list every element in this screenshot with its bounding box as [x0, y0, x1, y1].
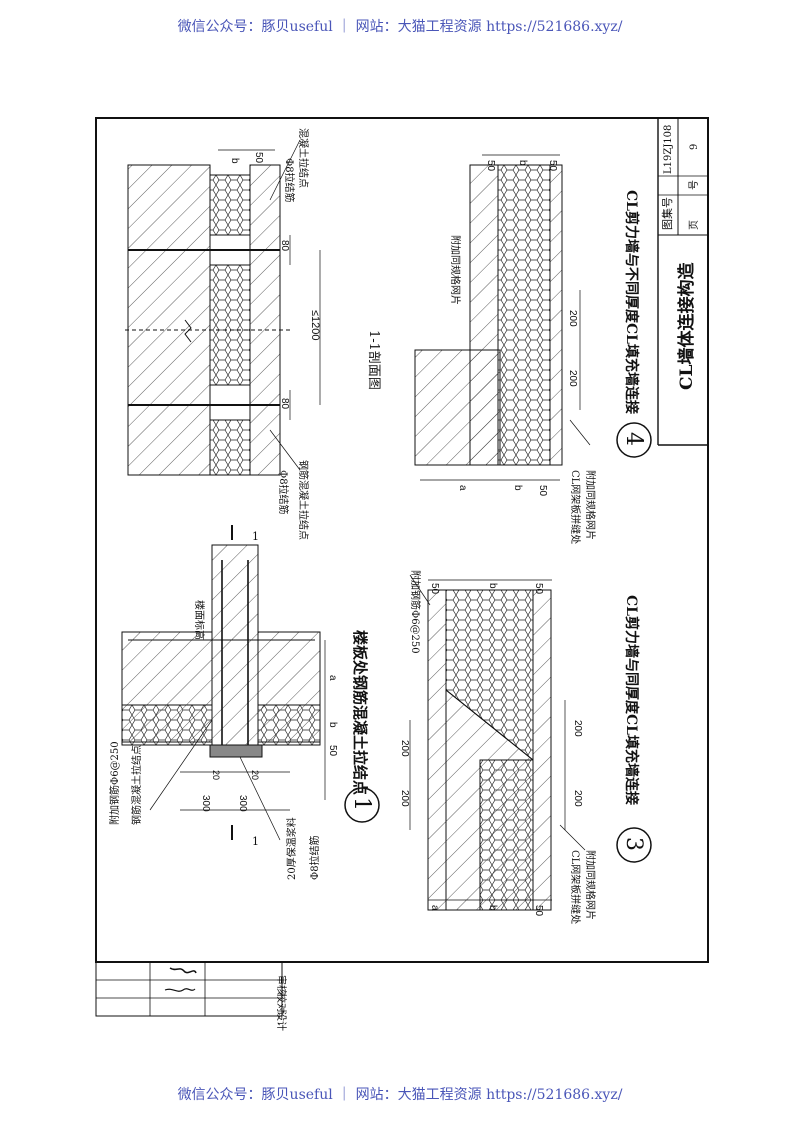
detail-1-number: 1 [349, 797, 374, 811]
note-rc-tie-2: 钢筋混凝土拉结点 [297, 460, 310, 540]
note-mesh-d4: 附加同规格网片 [584, 470, 597, 540]
s11-dim-80-a: 80 [279, 240, 290, 252]
note-floor-elev: 楼面标高 [193, 600, 206, 640]
section-1-1-drawing [125, 139, 321, 476]
note-rc-tie: 钢筋混凝土拉结点 [130, 745, 143, 825]
detail-1-title: 楼板处钢筋混凝土拉结点 [351, 630, 369, 795]
d3-dim-200-b: 200 [399, 790, 410, 807]
section-mark-top: 1 [252, 530, 259, 543]
detail-3-title: CL剪力墙与同厚度CL填充墙连接 [623, 595, 640, 805]
d4-dim-200-a: 200 [567, 310, 578, 327]
sig-row1: 审核 [275, 975, 288, 995]
d1-dim-20-a: 20 [211, 770, 221, 780]
d4-dim-b-bottom: b [512, 485, 523, 491]
page-label: 页 [688, 220, 700, 230]
d1-dim-300-a: 300 [200, 795, 211, 812]
watermark-top: 微信公众号：豚贝useful ｜ 网站：大猫工程资源 https://52168… [177, 19, 623, 35]
d3-dim-200-d: 200 [572, 790, 583, 807]
d3-dim-200-c: 200 [572, 720, 583, 737]
d3-dim-b-bottom: b [487, 905, 498, 911]
atlas-label: 图集号 [660, 197, 674, 230]
note-mesh-d3: 附加同规格网片 [584, 850, 597, 920]
s11-dim-b: b [229, 158, 240, 164]
note-concrete-tie: 混凝土拉结点 [297, 128, 310, 188]
sheet-border [95, 117, 709, 963]
d1-dim-a: a [327, 675, 338, 681]
detail-4-label: 4 CL剪力墙与不同厚度CL填充墙连接 [616, 190, 652, 458]
d4-dim-50-c: 50 [537, 485, 548, 497]
note-tie-bar-top: Φ8拉结筋 [283, 158, 296, 203]
d1-dim-50: 50 [327, 745, 338, 757]
d3-dim-50-b: 50 [533, 583, 544, 595]
detail-3-label: 3 CL剪力墙与同厚度CL填充墙连接 [616, 595, 652, 863]
s11-dim-1200: ≤1200 [309, 310, 321, 341]
s11-dim-80-b: 80 [279, 398, 290, 410]
watermark-bottom: 微信公众号：豚贝useful ｜ 网站：大猫工程资源 https://52168… [177, 1087, 623, 1103]
d3-dim-50-a: 50 [429, 583, 440, 595]
atlas-value: L19ZJ108 [663, 125, 674, 174]
note-cl-panel-d4: CL网架板拼缝处 [569, 470, 582, 544]
note-insulation: 20厚保温浆料 [285, 817, 298, 880]
d3-dim-50-c: 50 [533, 905, 544, 917]
note-extra-rebar: 附加钢筋Φ6@250 [108, 741, 121, 825]
title-block: 图集号 L19ZJ108 页 号 9 CL墙体连接构造 [657, 118, 708, 446]
d3-dim-a: a [429, 905, 440, 911]
section-title: 1-1剖面图 [366, 330, 381, 390]
sig-row3: 设计 [275, 1011, 288, 1031]
main-title: CL墙体连接构造 [676, 262, 697, 390]
note-mesh-d4-top: 附加同规格网片 [449, 235, 462, 305]
sig-row2: 校对 [275, 993, 288, 1013]
detail-1-drawing: 1 1 [121, 525, 326, 848]
detail-4-drawing [414, 154, 591, 481]
d4-dim-b-top: b [517, 160, 528, 166]
d1-dim-20-b: 20 [250, 770, 260, 780]
page-value: 9 [689, 144, 700, 150]
d3-dim-200-a: 200 [399, 740, 410, 757]
d4-dim-a: a [457, 485, 468, 491]
page-sub-label: 号 [688, 180, 700, 190]
note-extra-rebar-d3: 附加钢筋Φ6@250 [409, 570, 422, 654]
d3-dim-b-top: b [487, 583, 498, 589]
signature-strip: 审核 校对 设计 [95, 961, 288, 1031]
s11-dim-50: 50 [253, 152, 264, 164]
detail-3-number: 3 [621, 837, 646, 851]
d4-dim-50-a: 50 [485, 160, 496, 172]
detail-4-number: 4 [621, 432, 646, 446]
note-tie-bar-bottom: Φ8拉结筋 [277, 470, 290, 515]
detail-3-drawing [409, 574, 586, 911]
d1-dim-300-b: 300 [237, 795, 248, 812]
detail-1-label: 1 楼板处钢筋混凝土拉结点 [344, 630, 380, 823]
d4-dim-50-b: 50 [547, 160, 558, 172]
note-cl-panel-d3: CL网架板拼缝处 [569, 850, 582, 924]
detail-4-title: CL剪力墙与不同厚度CL填充墙连接 [623, 190, 640, 414]
d4-dim-200-b: 200 [567, 370, 578, 387]
d1-dim-b: b [327, 722, 338, 728]
note-tie-bar-d1: Φ8拉结筋 [308, 835, 321, 880]
section-mark-bottom: 1 [252, 835, 259, 848]
